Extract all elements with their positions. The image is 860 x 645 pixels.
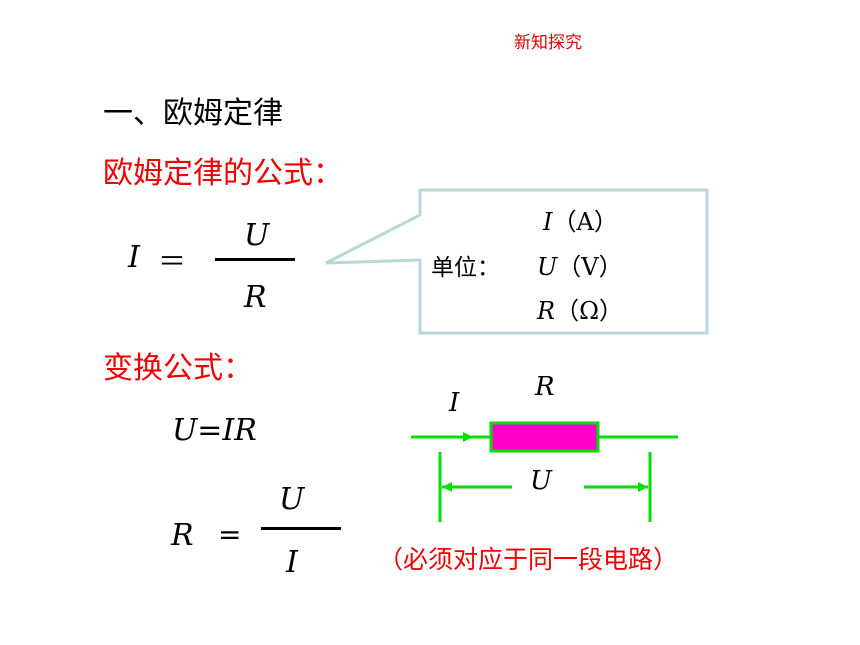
circuit-voltage-label: U [530, 466, 552, 496]
formula-uir: U=IR [172, 413, 257, 448]
units-label: 单位： [431, 255, 500, 281]
formula-r-equals: = [218, 518, 242, 551]
unit-value: （V） [557, 253, 623, 281]
unit-value: （A） [552, 208, 618, 236]
voltage-arrow-right-icon [638, 482, 648, 492]
section-tag: 新知探究 [514, 33, 582, 53]
fraction-bar-r [261, 527, 341, 530]
formula-numerator: U [244, 218, 270, 253]
unit-value: （Ω） [555, 297, 623, 325]
current-arrow-icon [463, 432, 473, 442]
formula-lhs: I [128, 240, 140, 275]
note-text: （必须对应于同一段电路） [378, 545, 679, 574]
circuit-current-label: I [449, 388, 460, 418]
formula-section-title: 欧姆定律的公式： [103, 156, 343, 191]
voltage-arrow-left-icon [442, 482, 452, 492]
unit-row-voltage: U（V） [537, 247, 623, 282]
transform-section-title: 变换公式： [103, 351, 253, 386]
unit-row-resistance: R（Ω） [537, 291, 623, 326]
page-heading: 一、欧姆定律 [103, 96, 283, 131]
unit-symbol: R [537, 297, 556, 325]
unit-symbol: I [543, 208, 553, 236]
circuit-resistance-label: R [535, 372, 555, 402]
formula-denominator: R [244, 280, 267, 315]
unit-row-current: I（A） [543, 202, 618, 237]
fraction-bar [215, 258, 295, 261]
unit-symbol: U [537, 253, 558, 281]
resistor [489, 421, 600, 453]
formula-equals: ＝ [158, 245, 187, 278]
formula-r-numerator: U [279, 482, 305, 517]
formula-r-lhs: R [171, 518, 194, 553]
formula-r-denominator: I [286, 545, 298, 580]
